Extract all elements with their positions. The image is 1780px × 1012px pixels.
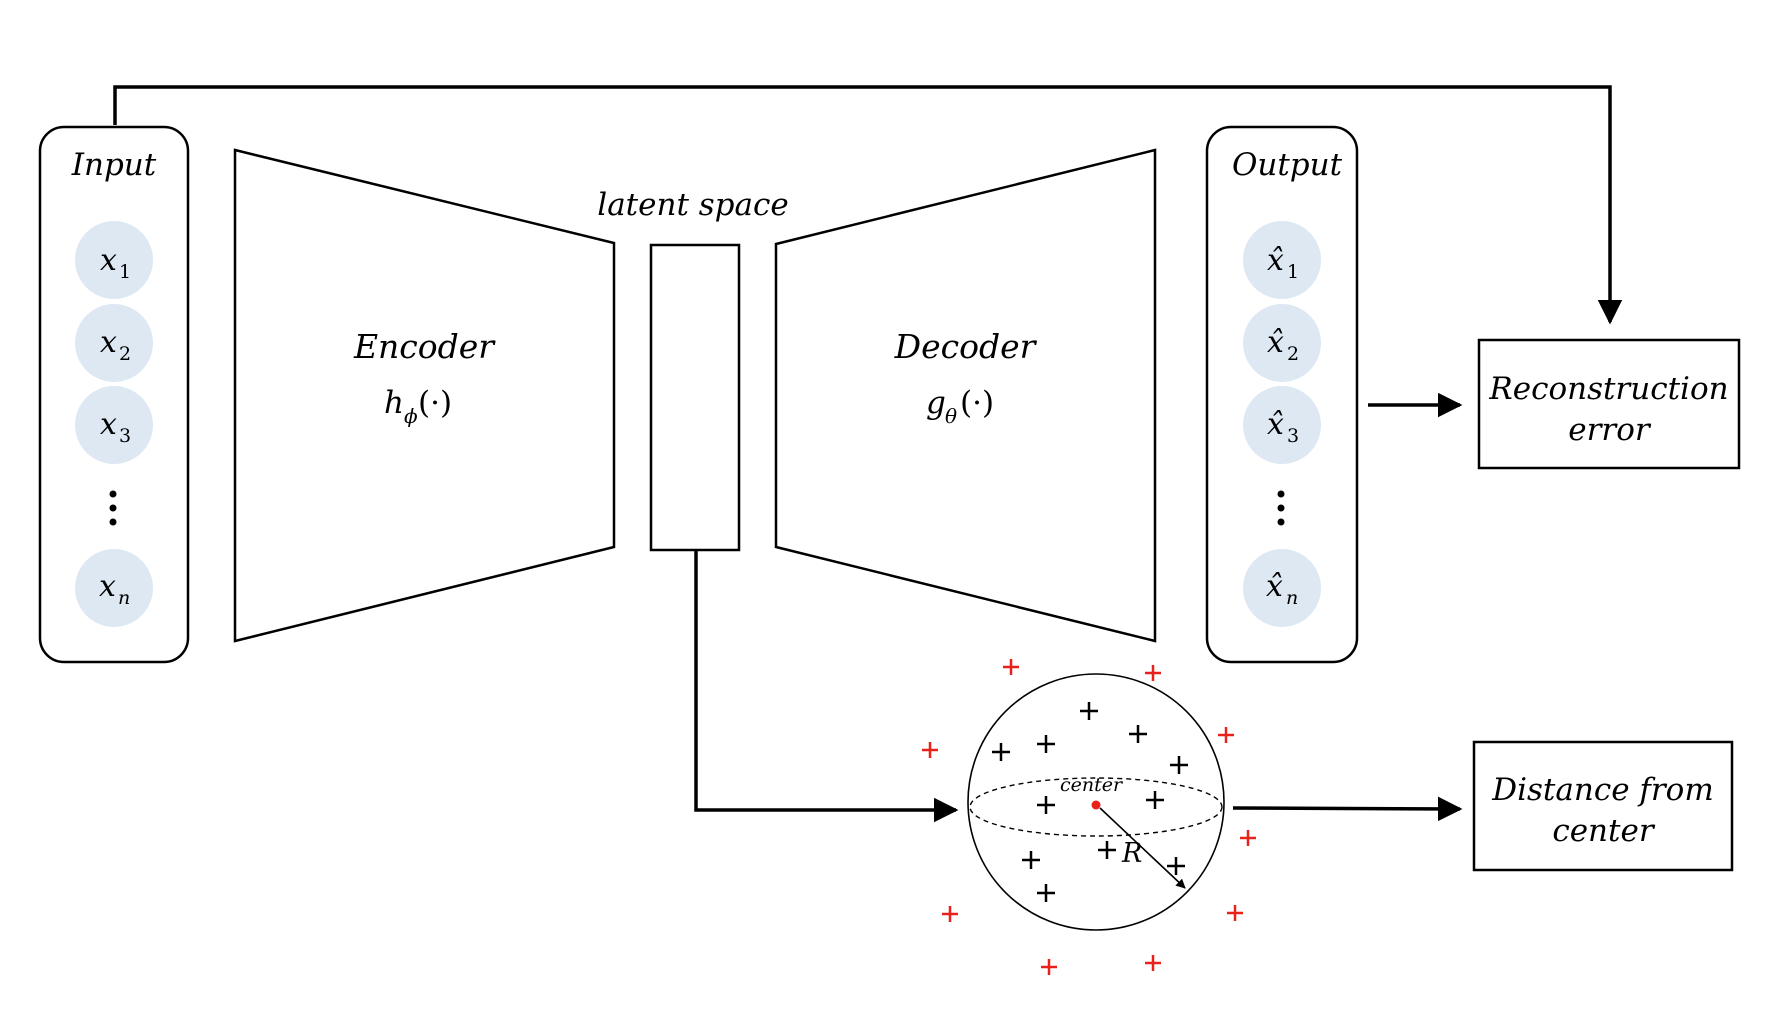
svg-text:1: 1 <box>119 261 131 283</box>
svg-text:ϕ: ϕ <box>404 404 418 428</box>
output-node-1: x̂ 1 <box>1243 221 1321 299</box>
latent-space: latent space <box>597 187 789 552</box>
hypersphere-boundary <box>967 673 1225 931</box>
inlier-point <box>1167 857 1185 875</box>
svg-text:x: x <box>100 325 117 360</box>
outlier-point <box>1240 830 1256 846</box>
distance-line1: Distance from <box>1491 772 1714 808</box>
outlier-point <box>1041 959 1057 975</box>
latent-to-hypersphere-arrow <box>694 550 959 823</box>
input-node-3: x 3 <box>75 386 153 464</box>
inlier-point <box>1022 851 1040 869</box>
svg-text:x: x <box>100 407 117 442</box>
decoder-function: g θ (·) <box>926 385 994 428</box>
encoder-title: Encoder <box>353 327 496 366</box>
outlier-point <box>1218 727 1234 743</box>
inlier-point <box>1146 791 1164 809</box>
reconstruction-error-line2: error <box>1568 412 1652 448</box>
svg-text:(·): (·) <box>418 385 452 421</box>
outlier-point <box>942 906 958 922</box>
svg-text:x̂: x̂ <box>1267 325 1284 360</box>
svg-text:n: n <box>118 587 130 609</box>
inlier-point <box>1098 841 1116 859</box>
svg-text:3: 3 <box>119 425 131 447</box>
output-node-2: x̂ 2 <box>1243 304 1321 382</box>
input-panel: Input x 1 x 2 x 3 x n <box>38 125 190 664</box>
svg-text:x: x <box>99 569 116 604</box>
distance-line2: center <box>1552 813 1655 849</box>
svg-text:θ: θ <box>945 404 957 428</box>
outlier-point <box>922 742 938 758</box>
svg-text:1: 1 <box>1287 261 1299 283</box>
svg-text:2: 2 <box>119 343 131 365</box>
svg-text:x̂: x̂ <box>1267 243 1284 278</box>
input-node-2: x 2 <box>75 304 153 382</box>
reconstruction-error-box: Reconstruction error <box>1477 338 1741 470</box>
center-point <box>1091 800 1101 810</box>
hypersphere-to-distance-arrow <box>1232 796 1463 822</box>
inlier-point <box>1129 725 1147 743</box>
svg-text:x̂: x̂ <box>1266 569 1283 604</box>
input-node-n: x n <box>75 549 153 627</box>
inlier-point <box>1037 796 1055 814</box>
svg-text:(·): (·) <box>960 385 994 421</box>
decoder-block: Decoder g θ (·) <box>774 148 1157 643</box>
latent-vector <box>649 243 741 552</box>
inlier-point <box>992 743 1010 761</box>
inlier-point <box>1080 702 1098 720</box>
outlier-point <box>1003 659 1019 675</box>
svg-text:x: x <box>100 243 117 278</box>
output-node-3: x̂ 3 <box>1243 386 1321 464</box>
distance-from-center-box: Distance from center <box>1472 740 1734 872</box>
encoder-block: Encoder h ϕ (·) <box>233 148 616 643</box>
latent-space-label: latent space <box>597 187 788 223</box>
outlier-point <box>1145 665 1161 681</box>
inlier-points <box>992 702 1188 902</box>
svg-text:n: n <box>1286 587 1298 609</box>
outlier-points <box>922 659 1256 975</box>
radius-label: R <box>1121 838 1142 869</box>
input-to-reconstruction-arrow <box>113 85 1623 325</box>
output-panel: Output x̂ 1 x̂ 2 x̂ 3 x̂ n <box>1205 125 1359 664</box>
svg-text:h: h <box>384 385 404 421</box>
output-ellipsis <box>1277 490 1285 526</box>
svg-text:x̂: x̂ <box>1267 407 1284 442</box>
inlier-point <box>1037 735 1055 753</box>
outlier-point <box>1227 905 1243 921</box>
hypersphere: center R <box>922 659 1256 975</box>
inlier-point <box>1037 884 1055 902</box>
inlier-point <box>1170 756 1188 774</box>
input-title: Input <box>71 147 157 183</box>
encoder-function: h ϕ (·) <box>384 385 452 428</box>
hypersphere-equator <box>969 777 1223 837</box>
outlier-point <box>1145 955 1161 971</box>
radius-arrow <box>1099 807 1186 889</box>
input-node-1: x 1 <box>75 221 153 299</box>
svg-text:g: g <box>926 385 946 421</box>
reconstruction-error-line1: Reconstruction <box>1488 371 1728 407</box>
decoder-title: Decoder <box>894 327 1038 366</box>
output-title: Output <box>1232 147 1343 183</box>
svg-text:2: 2 <box>1287 343 1299 365</box>
center-label: center <box>1060 774 1124 796</box>
svg-text:3: 3 <box>1287 425 1299 447</box>
output-node-n: x̂ n <box>1243 549 1321 627</box>
input-ellipsis <box>109 490 117 526</box>
